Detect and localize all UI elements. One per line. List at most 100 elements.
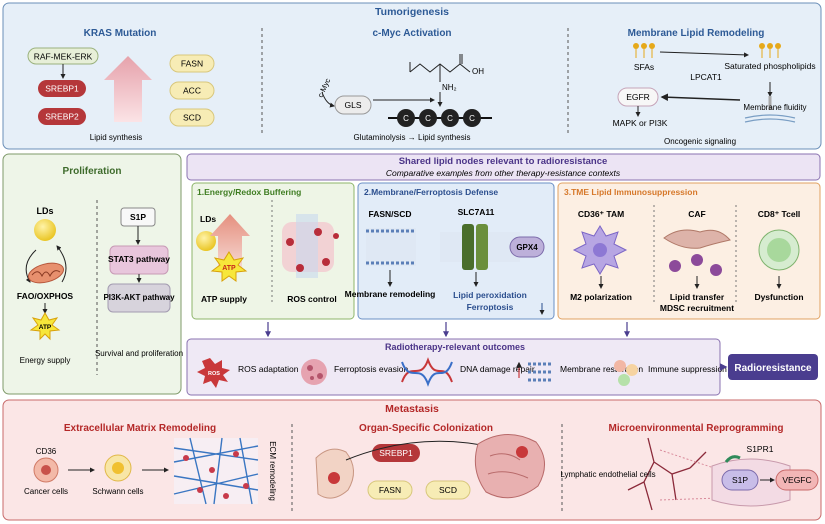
zoom-line — [659, 449, 721, 471]
nucleus — [41, 465, 51, 475]
energy-atp-label: ATP — [222, 265, 236, 272]
mdsc-cell-icon — [669, 260, 681, 272]
s1p-label: S1P — [130, 212, 146, 222]
scd-label: SCD — [439, 485, 457, 495]
metastasis-title: Metastasis — [385, 403, 439, 415]
radioresistance-label: Radioresistance — [734, 363, 812, 374]
ecm-section: Extracellular Matrix Remodeling CD36 Can… — [24, 423, 277, 505]
nucleus — [767, 238, 791, 262]
fibroblast-icon — [663, 229, 731, 249]
s1p-node — [721, 469, 759, 491]
nucleus — [593, 243, 607, 257]
fasn-label: FASN — [379, 485, 401, 495]
carbon-label: C — [425, 114, 431, 123]
carbon-atom — [397, 109, 415, 127]
raf-mek-erk-label: RAF-MEK-ERK — [34, 52, 93, 62]
increase-arrow-icon — [104, 56, 152, 122]
phospholipid-icon — [759, 43, 781, 58]
ros-badge-label: ROS — [208, 371, 220, 377]
glutaminolysis-label: Glutaminolysis → Lipid synthesis — [354, 133, 471, 142]
stat3-text: STAT3 pathway — [108, 254, 170, 264]
membrane-remodeling-title: Membrane Lipid Remodeling — [628, 28, 765, 39]
tumor-icon — [516, 446, 528, 458]
lipid-transfer-label: Lipid transfer — [670, 292, 725, 302]
pi3k-akt-node — [107, 283, 171, 313]
ferroptosis-cell-icon — [301, 359, 327, 385]
egfr-label: EGFR — [626, 92, 650, 102]
arrow — [660, 93, 741, 101]
carbon-atom — [419, 109, 437, 127]
ferroptosis-label: Ferroptosis — [467, 302, 514, 312]
micro-title: Microenvironmental Reprogramming — [608, 423, 783, 434]
carbon-label: C — [403, 114, 409, 123]
m2-polarization-label: M2 polarization — [570, 292, 632, 302]
tumorigenesis-panel: Tumorigenesis KRAS Mutation RAF-MEK-ERK … — [2, 2, 822, 150]
increase-arrow-icon — [210, 214, 250, 268]
ros-control-icon — [282, 214, 339, 278]
ros-control-label: ROS control — [287, 294, 337, 304]
ecm-title: Extracellular Matrix Remodeling — [64, 423, 216, 434]
carbon-chain: C C C C — [397, 109, 481, 127]
scd-label: SCD — [183, 113, 201, 123]
immune-suppression-label: Immune suppression — [648, 364, 727, 374]
sfa-lipid-icon — [633, 43, 655, 58]
immune-cells-icon — [614, 360, 638, 386]
arrow — [321, 91, 335, 108]
shared-panel: Shared lipid nodes relevant to radioresi… — [186, 153, 821, 338]
stat3-label: STAT3 pathway — [108, 254, 170, 264]
slc7a11-label: SLC7A11 — [458, 207, 495, 217]
outcomes-title: Radiotherapy-relevant outcomes — [385, 342, 525, 352]
organ-colonization-section: Organ-Specific Colonization SREBP1 FASN … — [315, 423, 545, 500]
s1pr1-label: S1PR1 — [747, 444, 774, 454]
gpx4-label: GPX4 — [516, 243, 538, 252]
acc-label: ACC — [183, 86, 201, 96]
radioresistance-node — [728, 354, 818, 380]
tumor-icon — [328, 472, 340, 484]
tme-card-box — [557, 182, 821, 320]
ecm-remodeling-label: ECM remodeling — [268, 441, 277, 501]
kras-title: KRAS Mutation — [84, 28, 157, 39]
mitochondria-icon — [27, 262, 65, 284]
ros-burst-icon — [197, 358, 230, 388]
mdsc-label: MDSC recruitment — [660, 303, 734, 313]
atp-label: ATP — [39, 324, 52, 331]
scd-node — [169, 108, 215, 127]
atp-burst-icon — [210, 251, 248, 282]
sfas-label: SFAs — [634, 62, 654, 72]
proliferation-title: Proliferation — [63, 166, 122, 177]
vegfc-node — [775, 469, 819, 491]
srebp1-label: SREBP1 — [45, 84, 79, 94]
srebp2-label: SREBP2 — [45, 112, 79, 122]
fasn-scd-label: FASN/SCD — [369, 209, 412, 219]
lymphatic-text: Lymphatic endothelial cells — [560, 470, 655, 479]
organ-colonization-title: Organ-Specific Colonization — [359, 423, 493, 434]
srebp1-node — [372, 444, 420, 462]
fasn-node — [367, 480, 413, 500]
atp-burst-icon — [29, 311, 61, 341]
oncogenic-signaling-label: Oncogenic signaling — [664, 137, 736, 146]
acc-node — [169, 81, 215, 100]
shared-title: Shared lipid nodes relevant to radioresi… — [399, 156, 608, 167]
dysfunction-label: Dysfunction — [754, 292, 803, 302]
carbon-label: C — [469, 114, 475, 123]
oh-label: OH — [472, 67, 484, 76]
brain-organ-icon — [474, 433, 545, 499]
nucleus — [112, 462, 124, 474]
srebp2-node — [38, 108, 86, 125]
transporter-icon — [440, 224, 520, 270]
saturated-phospholipids-label: Saturated phospholipids — [724, 61, 815, 71]
shared-subtitle: Comparative examples from other therapy-… — [386, 168, 621, 178]
lpcat1-label: LPCAT1 — [690, 72, 722, 82]
mdsc-cell-icon — [710, 264, 722, 276]
fao-oxphos-label: FAO/OXPHOS — [17, 291, 74, 301]
membrane-remodeling-label: Membrane remodeling — [345, 289, 436, 299]
arrow — [56, 245, 67, 283]
lipid-bilayer-icon — [366, 228, 416, 266]
arrow — [25, 249, 37, 283]
lds-label: LDs — [36, 206, 53, 216]
membrane-remodeling-section: Membrane Lipid Remodeling SFAs Saturated… — [613, 28, 816, 146]
mapk-label: MAPK or PI3K — [613, 118, 668, 128]
arrow — [659, 51, 749, 58]
ferro-card-title: 2.Membrane/Ferroptosis Defense — [364, 187, 498, 197]
